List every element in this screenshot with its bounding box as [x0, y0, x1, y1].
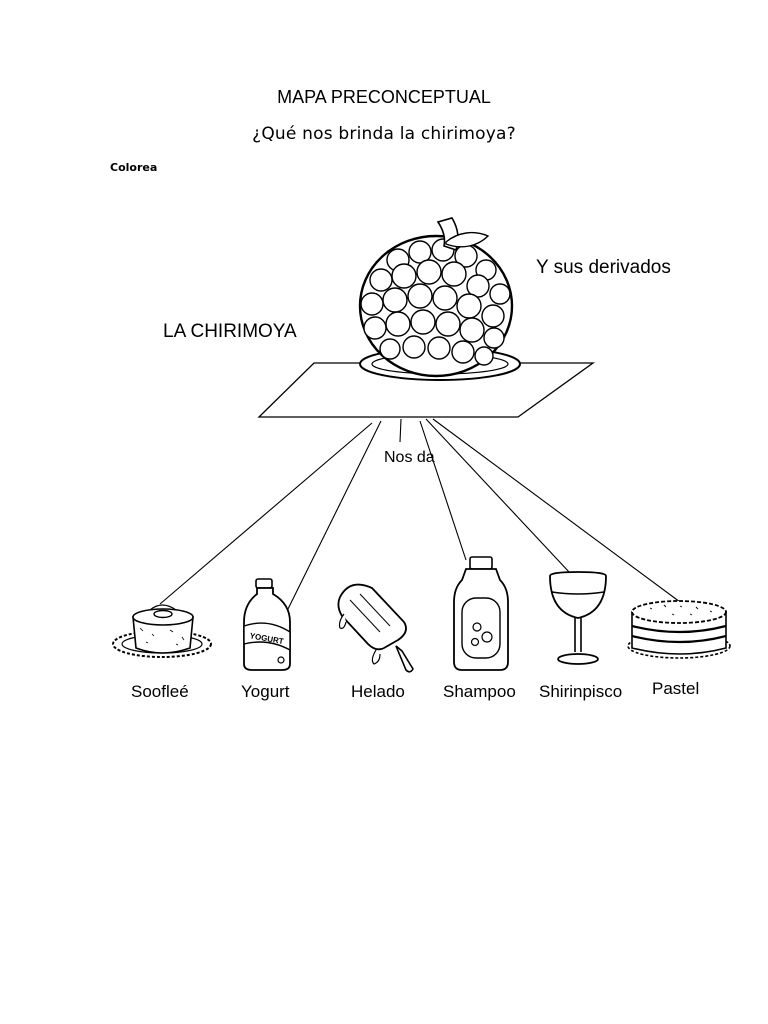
central-node-label: LA CHIRIMOYA [163, 321, 297, 342]
product-label-ice-cream: Helado [351, 682, 405, 701]
connector-line-pisco [425, 418, 571, 574]
wine-glass-icon [549, 571, 607, 665]
derivatives-label: Y sus derivados [536, 257, 671, 278]
instruction-text: Colorea [110, 161, 158, 174]
connector-lines [159, 418, 681, 612]
product-label-pisco: Shirinpisco [539, 682, 623, 701]
cake-icon [627, 600, 731, 659]
ice-cream-icon [337, 583, 414, 673]
map-question: ¿Qué nos brinda la chirimoya? [252, 124, 516, 144]
connector-line-shampoo [419, 420, 467, 561]
product-label-cake: Pastel [652, 679, 700, 698]
product-label-yogurt: Yogurt [241, 682, 290, 701]
shampoo-bottle-icon [453, 556, 509, 671]
connector-line-yogurt [286, 420, 382, 612]
page-title: MAPA PRECONCEPTUAL [277, 87, 491, 107]
souffle-icon [112, 604, 212, 658]
connector-line-souffle [159, 422, 373, 605]
connector-line-ice-cream [399, 418, 402, 443]
yogurt-bottle-icon: YOGURT [243, 578, 291, 671]
cherimoya-fruit-icon [358, 217, 521, 381]
connector-label: Nos da [384, 449, 435, 466]
product-label-shampoo: Shampoo [443, 682, 516, 701]
connector-line-cake [432, 418, 681, 603]
product-label-souffle: Soofleé [131, 682, 189, 701]
